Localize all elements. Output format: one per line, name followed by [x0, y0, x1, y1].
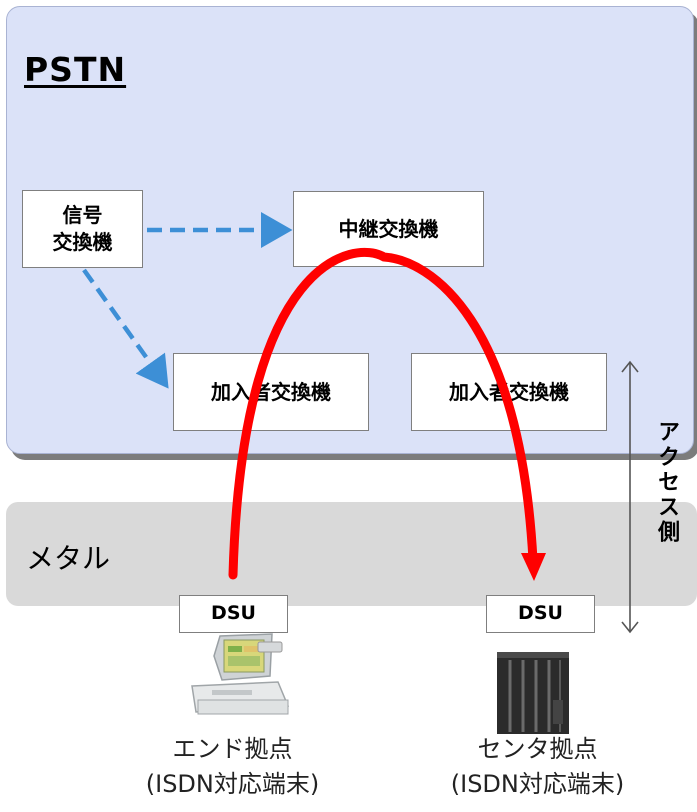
pos-terminal-icon: [191, 633, 290, 715]
subscriber-switch-left: 加入者交換機: [173, 353, 369, 431]
server-rack-icon: [497, 652, 569, 734]
center-site-label: センタ拠点 (ISDN対応端末): [450, 735, 625, 798]
pstn-title: PSTN: [24, 50, 127, 89]
metal-label: メタル: [26, 542, 111, 575]
dsu-left: DSU: [179, 595, 288, 633]
end-site-label: エンド拠点 (ISDN対応端末): [145, 735, 320, 798]
call-path-arc: [228, 248, 538, 580]
signal-switch: 信号 交換機: [22, 190, 143, 268]
metal-access-band: [6, 502, 697, 606]
access-side-label: アクセス側: [654, 420, 679, 545]
dsu-right: DSU: [486, 595, 595, 633]
call-path-arrowhead: [521, 553, 546, 581]
signal-to-subscriber-dashed-arrow: [82, 268, 169, 389]
access-side-range-arrow: [621, 360, 639, 634]
